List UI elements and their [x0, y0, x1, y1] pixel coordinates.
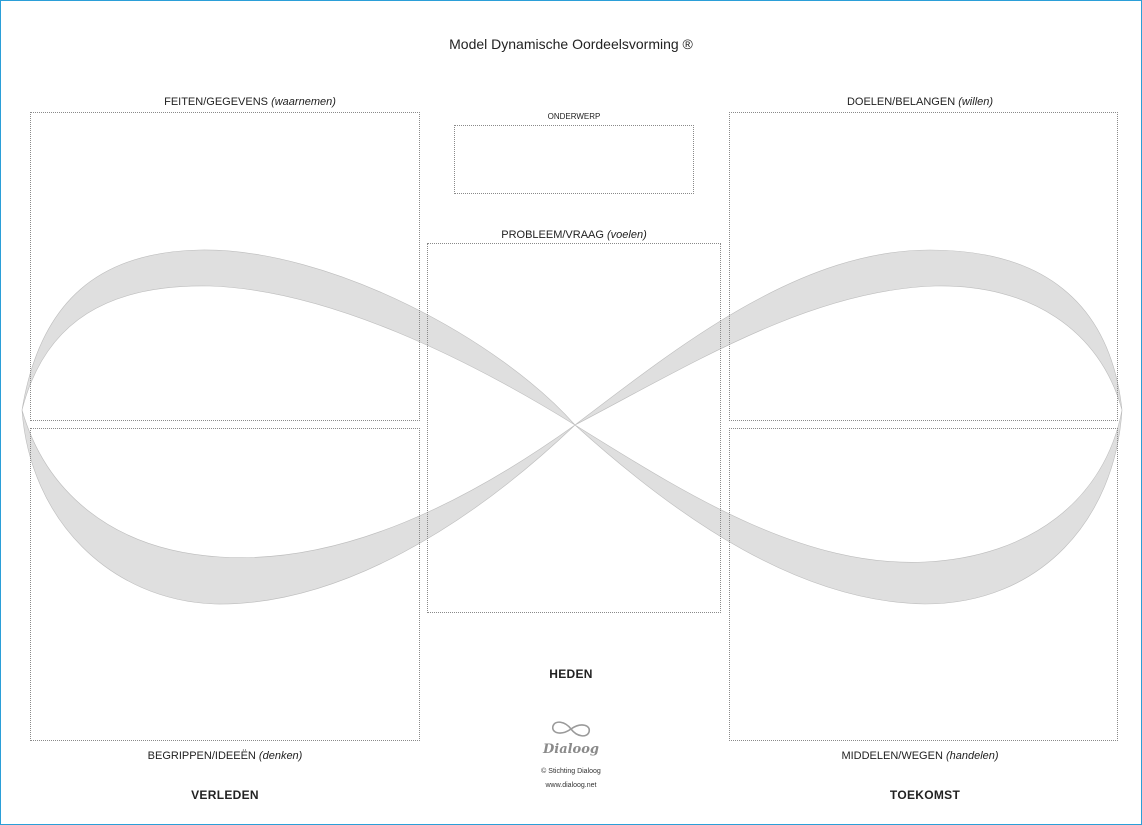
- box-means[interactable]: [729, 428, 1118, 741]
- box-goals[interactable]: [729, 112, 1118, 421]
- label-subject: ONDERWERP: [547, 112, 601, 121]
- logo-name: Dialoog: [542, 742, 599, 757]
- box-concepts[interactable]: [30, 428, 420, 741]
- label-problem-sub: (voelen): [607, 229, 647, 241]
- label-concepts-main: BEGRIPPEN/IDEEËN: [147, 750, 256, 762]
- label-concepts-sub: (denken): [258, 750, 303, 762]
- logo-copyright: © Stichting Dialoog: [541, 768, 601, 775]
- ribbon-right-upper: [574, 249, 1123, 426]
- box-subject[interactable]: [454, 125, 694, 194]
- logo-url: www.dialoog.net: [545, 782, 597, 789]
- ribbon-left-lower: [21, 409, 576, 605]
- label-facts-sub: (waarnemen): [271, 96, 336, 108]
- label-goals-main: DOELEN/BELANGEN: [846, 96, 956, 108]
- ribbon-right-lower: [574, 409, 1123, 605]
- label-concepts: BEGRIPPEN/IDEEËN (denken): [60, 750, 390, 762]
- label-problem-main: PROBLEEM/VRAAG: [501, 229, 604, 241]
- label-problem: PROBLEEM/VRAAG (voelen): [427, 229, 721, 241]
- label-means-main: MIDDELEN/WEGEN: [841, 750, 943, 762]
- box-problem[interactable]: [427, 243, 721, 613]
- infinity-icon: [551, 721, 591, 737]
- label-present: HEDEN: [549, 667, 593, 681]
- label-goals: DOELEN/BELANGEN (willen): [760, 96, 1080, 108]
- label-future: TOEKOMST: [889, 788, 961, 802]
- label-means: MIDDELEN/WEGEN (handelen): [760, 750, 1080, 762]
- page-title: Model Dynamische Oordeelsvorming ®: [449, 36, 693, 52]
- box-facts[interactable]: [30, 112, 420, 421]
- label-facts-main: FEITEN/GEGEVENS: [164, 96, 269, 108]
- label-facts: FEITEN/GEGEVENS (waarnemen): [100, 96, 400, 108]
- label-past: VERLEDEN: [191, 788, 259, 802]
- label-goals-sub: (willen): [958, 96, 994, 108]
- label-means-sub: (handelen): [945, 750, 999, 762]
